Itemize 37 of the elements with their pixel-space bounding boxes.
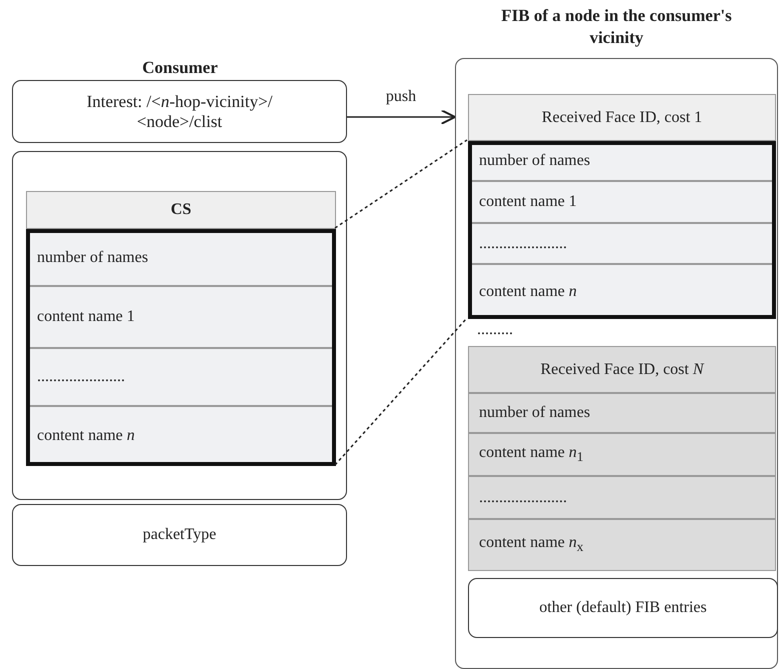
cell-text: Received Face ID, cost 1 [540,108,704,128]
table-row [468,393,776,433]
cell-text: number of names [479,403,592,423]
cell-text: content name n$_{x}$ [479,532,584,556]
cell-text: number of names [37,248,150,268]
dotted-line [334,139,468,229]
cell-text: packetType [142,525,218,545]
cell-text: content name n$_{1}$ [479,442,584,466]
table-header [468,94,776,141]
cell-text: ...................... [479,488,568,508]
cell-text: content name 1 [479,192,578,212]
ellipsis-text: ......... [477,320,514,340]
rounded-box [12,504,347,566]
rounded-box [12,80,347,143]
rounded-box [12,151,347,500]
cell-text: other (default) FIB entries [538,598,708,618]
arrow [347,109,456,125]
column-title: Consumer [141,58,219,78]
panel-title: FIB of a node in the consumer's vicinity [500,5,733,49]
table-header [468,346,776,393]
highlight-box [468,141,776,319]
cell-text: content name n [479,282,578,302]
table-row [468,476,776,519]
cell-text: content name 1 [37,307,136,327]
highlight-box [26,229,336,466]
dotted-line [334,318,468,466]
table-row [468,433,776,476]
cell-text: CS [170,200,192,220]
table-header [26,191,336,229]
cell-text: content name n [37,426,136,446]
cell-text: ...................... [479,234,568,254]
cell-text: Received Face ID, cost N [539,360,706,380]
cell-text: Interest: /<n-hop-vicinity>/ <node>/clist [86,92,274,132]
table-row [468,519,776,571]
rounded-box [468,578,778,638]
cell-text: ...................... [37,367,126,387]
cell-text: number of names [479,151,592,171]
